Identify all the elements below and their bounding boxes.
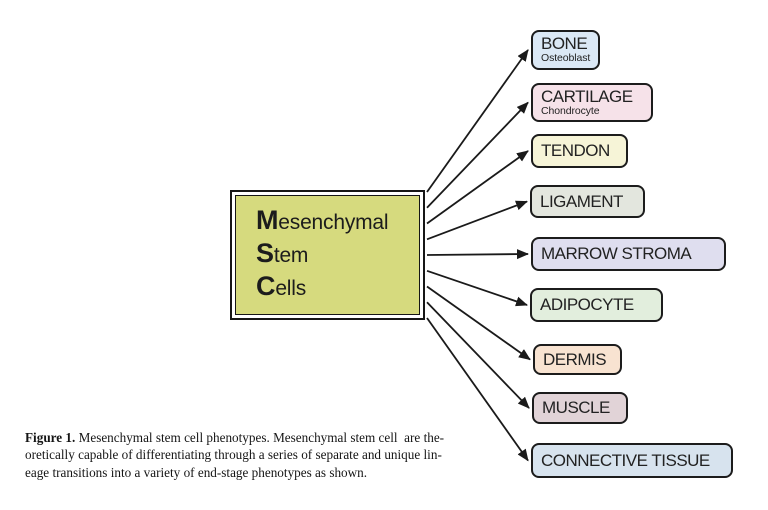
arrow-msc-to-ligament: [426, 200, 528, 241]
msc-lead-letter: C: [256, 271, 276, 301]
phenotype-label-cartilage: CARTILAGE: [541, 86, 633, 106]
phenotype-sublabel-bone: Osteoblast: [541, 52, 591, 65]
phenotype-label-tendon: TENDON: [541, 141, 610, 160]
arrow-msc-to-connective-tissue: [426, 317, 529, 462]
phenotype-label-dermis: DERMIS: [543, 349, 607, 369]
phenotype-node-muscle: MUSCLE: [532, 392, 628, 424]
arrow-msc-to-cartilage: [426, 101, 529, 209]
phenotype-label-adipocyte: ADIPOCYTE: [540, 295, 634, 314]
arrow-msc-to-marrow-stroma: [426, 249, 529, 260]
msc-lead-letter: M: [256, 205, 279, 235]
phenotype-node-tendon: TENDON: [531, 134, 628, 168]
phenotype-node-dermis: DERMIS: [533, 344, 622, 375]
msc-rest-text: ells: [275, 277, 307, 300]
phenotype-label-marrow-stroma: MARROW STROMA: [541, 244, 692, 263]
figure-caption: Figure 1. Mesenchymal stem cell phenotyp…: [25, 429, 517, 481]
phenotype-label-bone: BONE: [541, 34, 588, 54]
phenotype-sublabel-cartilage: Chondrocyte: [541, 104, 600, 117]
phenotype-node-marrow-stroma: MARROW STROMA: [531, 237, 726, 271]
phenotype-node-connective-tissue: CONNECTIVE TISSUE: [531, 443, 733, 478]
arrow-msc-to-tendon: [426, 150, 529, 225]
msc-rest-text: esenchymal: [278, 211, 389, 234]
phenotype-node-adipocyte: ADIPOCYTE: [530, 288, 663, 322]
arrow-msc-to-adipocyte: [426, 269, 528, 307]
phenotype-node-ligament: LIGAMENT: [530, 185, 645, 218]
phenotype-label-connective-tissue: CONNECTIVE TISSUE: [541, 450, 710, 470]
msc-label-line: Stem: [256, 238, 419, 271]
arrow-msc-to-bone: [426, 49, 529, 193]
phenotype-label-muscle: MUSCLE: [542, 398, 610, 417]
caption-text: Mesenchymal stem cell phenotypes. Mesenc…: [25, 430, 445, 480]
msc-lead-letter: S: [256, 238, 274, 268]
phenotype-label-ligament: LIGAMENT: [540, 191, 623, 211]
arrow-msc-to-muscle: [426, 301, 530, 409]
caption-label: Figure 1.: [25, 430, 76, 445]
msc-rest-text: tem: [273, 244, 309, 267]
arrow-msc-to-dermis: [426, 285, 531, 361]
msc-label-line: Mesenchymal: [256, 205, 419, 238]
msc-label-line: Cells: [256, 271, 419, 304]
